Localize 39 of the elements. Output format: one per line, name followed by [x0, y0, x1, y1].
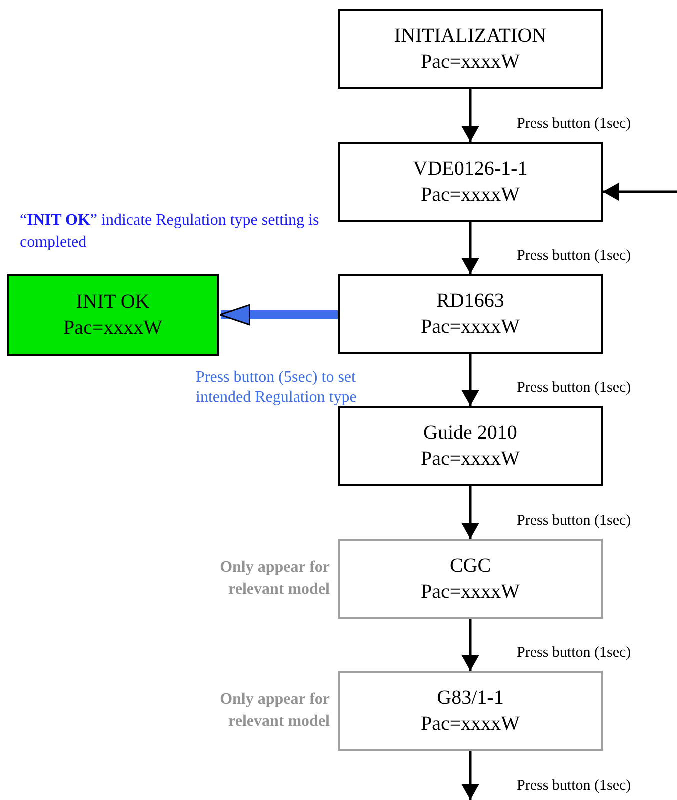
process-box: [338, 539, 603, 619]
arrow: [462, 486, 480, 539]
edge-label: Press button (1sec): [517, 777, 632, 796]
power-reading: Pac=xxxxW: [420, 183, 520, 208]
power-reading: Pac=xxxxW: [63, 316, 163, 341]
mode-name: VDE0126-1-1: [413, 157, 528, 182]
thick-arrow: [219, 304, 338, 326]
mode-name: RD1663: [436, 289, 504, 314]
power-reading: Pac=xxxxW: [420, 447, 520, 472]
side-note: Only appear for relevant model: [219, 690, 330, 732]
edge-label: Press button (5sec) to set intended Regulation type: [196, 368, 358, 408]
edge-label: Press button (1sec): [517, 644, 632, 663]
power-reading: Pac=xxxxW: [420, 315, 520, 340]
edge-label: Press button (1sec): [517, 247, 632, 266]
arrow: [462, 89, 480, 142]
process-box: [338, 142, 603, 222]
arrow: [603, 183, 677, 201]
edge-label: Press button (1sec): [517, 115, 632, 134]
arrow: [462, 222, 480, 274]
arrow: [462, 354, 480, 406]
process-box: [338, 274, 603, 354]
process-box: [338, 406, 603, 486]
mode-name: INITIALIZATION: [394, 24, 547, 49]
mode-name: CGC: [450, 554, 492, 579]
mode-name: Guide 2010: [424, 421, 518, 446]
power-reading: Pac=xxxxW: [420, 50, 520, 75]
process-box: [338, 9, 603, 89]
power-reading: Pac=xxxxW: [420, 712, 520, 737]
note-text: “INIT OK” indicate Regulation type setting is completed: [20, 211, 320, 253]
process-box: [7, 274, 219, 356]
mode-name: INIT OK: [76, 290, 150, 315]
process-box: [338, 671, 603, 751]
mode-name: G83/1-1: [437, 686, 504, 711]
edge-label: Press button (1sec): [517, 379, 632, 398]
edge-label: Press button (1sec): [517, 512, 632, 531]
arrow: [462, 751, 480, 800]
power-reading: Pac=xxxxW: [420, 580, 520, 605]
side-note: Only appear for relevant model: [219, 558, 330, 600]
arrow: [462, 619, 480, 671]
